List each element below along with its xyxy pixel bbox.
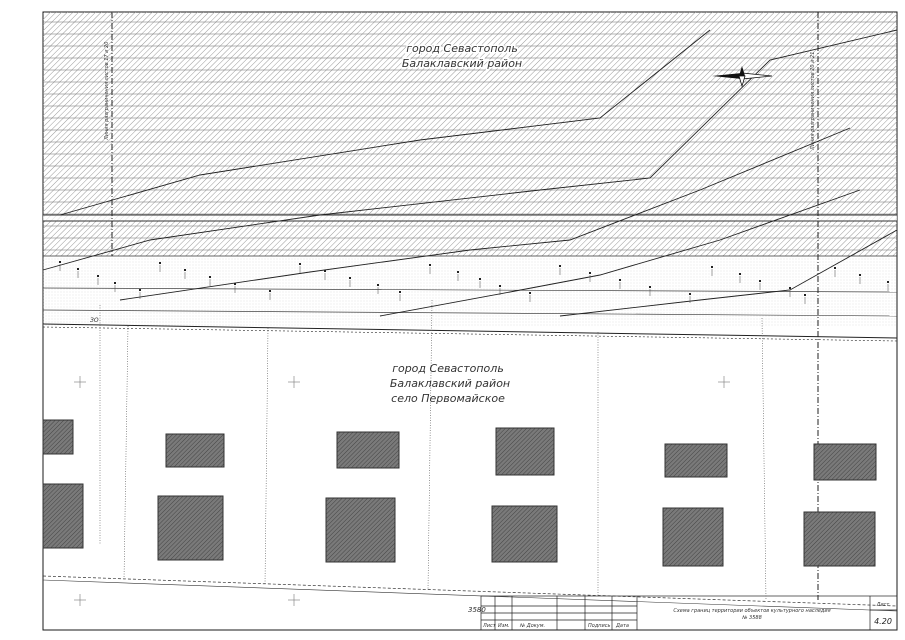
north-arrow-icon	[712, 66, 773, 88]
tb-header-change: Изм.	[498, 623, 510, 629]
tb-sheet-number: 4.20	[874, 617, 892, 626]
building	[42, 483, 84, 549]
diagonal-lines	[42, 29, 898, 317]
tb-header-sign: Подпись	[588, 623, 611, 629]
survey-point	[159, 262, 161, 264]
grid-crosses	[74, 376, 730, 606]
building	[325, 497, 396, 563]
survey-point	[711, 266, 713, 268]
building	[662, 507, 724, 567]
title-block	[480, 595, 898, 631]
tb-header-date: Дата	[615, 623, 629, 629]
building	[491, 505, 558, 563]
survey-point	[789, 287, 791, 289]
tb-header-sheet: Лист	[482, 623, 497, 629]
boundary-label-left: Линия разграничения листов 17 и 20	[104, 42, 110, 141]
boundary-label-right: Линия разграничения листов 20 и 21	[810, 52, 816, 151]
zone-mark: ЗО	[90, 317, 99, 324]
survey-point	[559, 265, 561, 267]
survey-point	[77, 268, 79, 270]
survey-point	[649, 286, 651, 288]
survey-point	[184, 269, 186, 271]
survey-point	[59, 261, 61, 263]
village-city-label: город Севастополь	[392, 362, 504, 375]
survey-point	[324, 270, 326, 272]
survey-point	[589, 272, 591, 274]
building	[803, 511, 876, 567]
survey-point	[499, 285, 501, 287]
tb-subtitle: № 3588	[741, 615, 762, 621]
building	[336, 431, 400, 469]
road-band	[43, 256, 897, 326]
tb-stamp: 3580	[468, 606, 486, 614]
survey-point	[399, 291, 401, 293]
survey-point	[479, 278, 481, 280]
survey-point	[834, 267, 836, 269]
survey-point	[739, 273, 741, 275]
survey-point	[377, 284, 379, 286]
building	[495, 427, 555, 476]
survey-point	[457, 271, 459, 273]
building	[813, 443, 877, 481]
survey-point	[234, 283, 236, 285]
top-district-label: Балаклавский район	[402, 57, 522, 70]
survey-point	[689, 293, 691, 295]
survey-point	[619, 279, 621, 281]
top-city-label: город Севастополь	[406, 42, 518, 55]
building	[42, 419, 74, 455]
survey-point	[209, 276, 211, 278]
survey-point	[529, 292, 531, 294]
survey-point	[97, 275, 99, 277]
survey-point	[299, 263, 301, 265]
parcel-boundaries	[99, 299, 767, 601]
survey-point	[139, 289, 141, 291]
village-name-label: село Первомайское	[391, 392, 505, 405]
survey-points	[59, 261, 889, 304]
tb-title: Схема границ территории объектов культур…	[673, 608, 830, 614]
tb-header-doc: № Докум.	[519, 623, 545, 629]
survey-point	[429, 264, 431, 266]
survey-point	[859, 274, 861, 276]
survey-point	[887, 281, 889, 283]
survey-point	[349, 277, 351, 279]
survey-point	[804, 294, 806, 296]
village-district-label: Балаклавский район	[390, 377, 510, 390]
survey-point	[759, 280, 761, 282]
building	[157, 495, 224, 561]
survey-point	[269, 290, 271, 292]
building	[664, 443, 728, 478]
survey-point	[114, 282, 116, 284]
buildings	[42, 419, 877, 567]
building	[165, 433, 225, 468]
tb-sheet-label: Лист	[876, 602, 891, 608]
